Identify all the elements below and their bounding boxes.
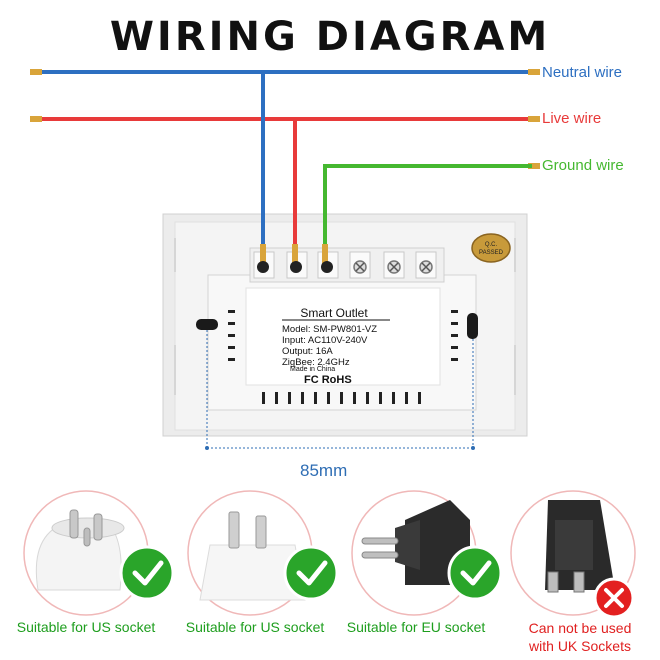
live-wire-end — [30, 116, 42, 122]
socket-label-us-1: Suitable for US socket — [16, 619, 156, 635]
spec-label-plate — [245, 287, 441, 386]
neutral-wire-label: Neutral wire — [542, 64, 623, 81]
spec-certifications: FC RoHS — [304, 374, 352, 386]
spec-output: Output: 16A — [282, 346, 333, 357]
mounting-slot-left — [196, 319, 218, 330]
terminal-l-screw — [290, 261, 302, 273]
neutral-wire-end — [30, 69, 42, 75]
dimension-lines — [206, 330, 474, 449]
svg-text:PASSED: PASSED — [479, 250, 504, 256]
ground-drop-wire — [323, 164, 532, 262]
side-vents — [228, 310, 458, 361]
socket-label-us-2: Suitable for US socket — [185, 619, 325, 635]
neutral-wire-end — [528, 69, 540, 75]
bottom-vents — [262, 392, 421, 404]
socket-eu — [351, 490, 503, 616]
terminal-block — [249, 247, 445, 283]
check-icon — [447, 545, 503, 601]
spec-product-name: Smart Outlet — [300, 306, 368, 320]
terminal-n-screw — [257, 261, 269, 273]
check-icon — [119, 545, 175, 601]
ground-wire-label: Ground wire — [542, 157, 624, 174]
live-wire-label: Live wire — [542, 110, 602, 127]
socket-label-uk-line1: Can not be used — [528, 620, 632, 636]
qc-passed-badge: Q.C. PASSED — [471, 233, 511, 263]
socket-us-2 — [187, 490, 339, 616]
spec-zigbee: ZigBee: 2.4GHz — [282, 357, 350, 368]
page-title: WIRING DIAGRAM — [109, 14, 551, 60]
socket-us-1 — [23, 490, 175, 616]
socket-label-eu: Suitable for EU socket — [346, 619, 486, 635]
spec-model: Model: SM-PW801-VZ — [282, 324, 377, 335]
dimension-label: 85mm — [300, 461, 348, 480]
terminal-ground-screw — [321, 261, 333, 273]
socket-label-uk-line2: with UK Sockets — [529, 638, 631, 654]
check-icon — [283, 545, 339, 601]
spec-input: Input: AC110V-240V — [282, 335, 368, 346]
ground-wire-end — [528, 163, 540, 169]
svg-text:Q.C.: Q.C. — [485, 242, 498, 248]
socket-uk — [510, 490, 636, 619]
spec-made-in: Made in China — [290, 366, 335, 373]
socket-label-uk: Can not be used with UK Sockets — [505, 619, 655, 655]
mounting-slot-right — [467, 313, 478, 339]
live-wire-end — [528, 116, 540, 122]
